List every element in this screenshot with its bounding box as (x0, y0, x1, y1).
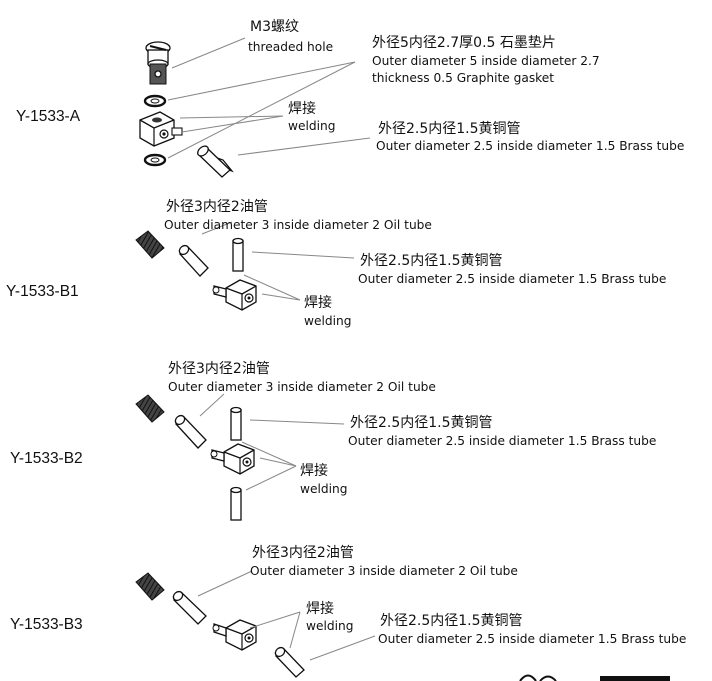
tee-block-b2 (210, 443, 255, 475)
thread-label-cn: M3螺纹 (250, 19, 299, 35)
gasket-label-en: Outer diameter 5 inside diameter 2.7 thi… (372, 54, 600, 85)
oil-label-en-b1: Outer diameter 3 inside diameter 2 Oil t… (164, 218, 432, 232)
threaded-fitting-b2 (135, 394, 165, 423)
upper-graphite-gasket (143, 94, 167, 108)
threaded-fitting-b1 (135, 230, 165, 259)
brass-label-en-b3: Outer diameter 2.5 inside diameter 1.5 B… (378, 632, 687, 646)
part-id-a: Y-1533-A (16, 108, 81, 125)
part-id-b3: Y-1533-B3 (10, 616, 83, 633)
weld-label-cn-b2: 焊接 (300, 463, 328, 479)
brass-label-cn-b2: 外径2.5内径1.5黄铜管 (350, 415, 493, 431)
oil-tube-b2 (174, 414, 207, 449)
lower-brass-tube-b2 (230, 486, 242, 521)
weld-label-en-b1: welding (304, 314, 352, 328)
part-id-b2: Y-1533-B2 (10, 450, 83, 467)
weld-label-en-a: welding (288, 119, 336, 133)
weld-label-cn-a: 焊接 (288, 101, 316, 117)
brass-tube-b3 (274, 646, 305, 678)
gasket-label-cn: 外径5内径2.7厚0.5 石墨垫片 (372, 35, 556, 51)
brass-label-en-b1: Outer diameter 2.5 inside diameter 1.5 B… (358, 272, 667, 286)
part-id-b1: Y-1533-B1 (6, 283, 79, 300)
partial-logo-icon (519, 674, 670, 681)
section-b1-parts (135, 221, 355, 311)
oil-label-en-b2: Outer diameter 3 inside diameter 2 Oil t… (168, 380, 436, 394)
weld-label-en-b3: welding (306, 619, 354, 633)
weld-label-cn-b3: 焊接 (306, 601, 334, 617)
m3-screw (145, 41, 171, 85)
brass-label-en-b2: Outer diameter 2.5 inside diameter 1.5 B… (348, 434, 657, 448)
oil-tube-b1 (178, 244, 209, 277)
brass-tube-b1 (232, 237, 244, 272)
section-a-parts (139, 37, 371, 178)
straight-block-b3 (212, 619, 257, 651)
brass-label-en-a: Outer diameter 2.5 inside diameter 1.5 B… (376, 139, 685, 153)
brass-label-cn-b3: 外径2.5内径1.5黄铜管 (380, 613, 523, 629)
oil-label-cn-b3: 外径3内径2油管 (252, 545, 354, 561)
oil-label-cn-b2: 外径3内径2油管 (168, 361, 270, 377)
banjo-block (139, 111, 183, 147)
thread-label-en: threaded hole (248, 40, 334, 54)
oil-label-cn-b1: 外径3内径2油管 (166, 199, 268, 215)
oil-label-en-b3: Outer diameter 3 inside diameter 2 Oil t… (250, 564, 518, 578)
elbow-block-b1 (212, 279, 257, 311)
lower-graphite-gasket (143, 153, 167, 167)
weld-label-cn-b1: 焊接 (304, 295, 332, 311)
brass-label-cn-a: 外径2.5内径1.5黄铜管 (378, 121, 521, 137)
brass-tube-a (196, 145, 234, 178)
section-b2-parts (135, 393, 345, 521)
threaded-fitting-b3 (135, 572, 165, 601)
weld-label-en-b2: welding (300, 482, 348, 496)
upper-brass-tube-b2 (230, 406, 242, 441)
section-b3-parts (135, 570, 376, 678)
brass-label-cn-b1: 外径2.5内径1.5黄铜管 (360, 253, 503, 269)
oil-tube-b3 (172, 590, 207, 625)
